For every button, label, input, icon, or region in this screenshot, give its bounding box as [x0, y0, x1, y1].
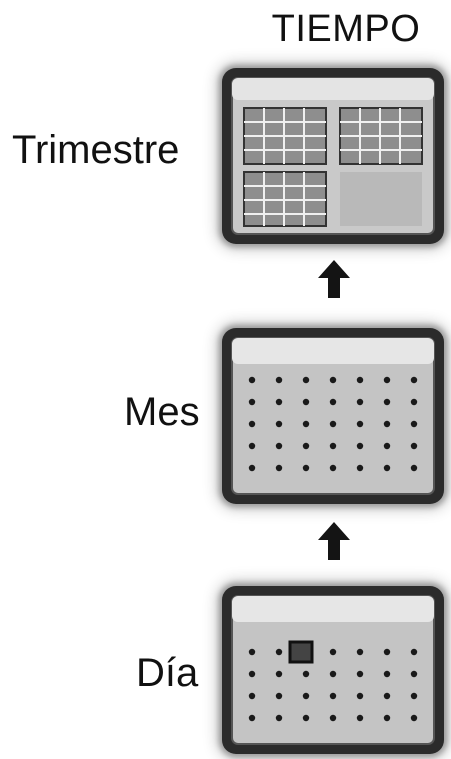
calendar-day-dot	[410, 692, 418, 700]
calendar-day-dot	[329, 398, 337, 406]
calendar-day-dot	[275, 398, 283, 406]
calendar-day-dot	[302, 420, 310, 428]
day-calendar-icon	[222, 586, 444, 754]
calendar-day-dot	[329, 692, 337, 700]
calendar-day-dot	[275, 714, 283, 722]
calendar-day-dot	[302, 714, 310, 722]
calendar-day-dot	[356, 376, 364, 384]
calendar-day-dot	[329, 670, 337, 678]
level-label-dia: Día	[136, 651, 199, 695]
calendar-day-dot	[248, 714, 256, 722]
calendar-day-dot	[410, 398, 418, 406]
calendar-day-dot	[410, 464, 418, 472]
calendar-day-dot	[302, 670, 310, 678]
diagram-title: TIEMPO	[271, 8, 421, 50]
calendar-day-dot	[410, 670, 418, 678]
arrow-up-icon	[318, 522, 350, 560]
calendar-day-dot	[383, 648, 391, 656]
calendar-day-dot	[248, 376, 256, 384]
calendar-day-dot	[275, 670, 283, 678]
calendar-day-dot	[302, 692, 310, 700]
calendar-day-dot	[383, 692, 391, 700]
quarter-calendar-icon	[222, 68, 444, 244]
calendar-day-dot	[302, 442, 310, 450]
calendar-day-dot	[302, 376, 310, 384]
month-calendar-icon	[222, 328, 444, 504]
calendar-day-dot	[248, 420, 256, 428]
calendar-day-dot	[383, 376, 391, 384]
calendar-day-dot	[383, 398, 391, 406]
calendar-day-dot	[248, 398, 256, 406]
calendar-day-dot	[248, 464, 256, 472]
calendar-day-dot	[383, 714, 391, 722]
calendar-day-dot	[356, 648, 364, 656]
calendar-day-dot	[329, 464, 337, 472]
calendar-day-dot	[356, 692, 364, 700]
calendar-day-dot	[356, 714, 364, 722]
level-label-mes: Mes	[124, 390, 200, 434]
calendar-day-dot	[383, 670, 391, 678]
calendar-day-dot	[275, 420, 283, 428]
calendar-day-dot	[383, 442, 391, 450]
calendar-day-dot	[356, 442, 364, 450]
calendar-day-dot	[248, 442, 256, 450]
calendar-day-dot	[410, 714, 418, 722]
calendar-day-dot	[302, 464, 310, 472]
calendar-day-dot	[329, 376, 337, 384]
calendar-day-dot	[356, 670, 364, 678]
calendar-day-dot	[329, 442, 337, 450]
calendar-day-dot	[356, 420, 364, 428]
calendar-day-dot	[275, 376, 283, 384]
calendar-day-dot	[356, 464, 364, 472]
calendar-day-dot	[410, 420, 418, 428]
calendar-day-dot	[383, 464, 391, 472]
level-label-trimestre: Trimestre	[12, 128, 180, 172]
calendar-day-dot	[410, 376, 418, 384]
calendar-day-dot	[248, 670, 256, 678]
calendar-day-dot	[248, 692, 256, 700]
calendar-day-dot	[329, 420, 337, 428]
calendar-day-dot	[275, 692, 283, 700]
calendar-day-dot	[329, 648, 337, 656]
calendar-day-dot	[248, 648, 256, 656]
calendar-day-dot	[410, 648, 418, 656]
calendar-day-dot	[302, 398, 310, 406]
calendar-day-dot	[275, 464, 283, 472]
calendar-day-dot	[410, 442, 418, 450]
calendar-day-dot	[275, 648, 283, 656]
calendar-day-dot	[329, 714, 337, 722]
arrow-up-icon	[318, 260, 350, 298]
calendar-day-dot	[383, 420, 391, 428]
calendar-day-dot	[356, 398, 364, 406]
calendar-day-dot	[275, 442, 283, 450]
